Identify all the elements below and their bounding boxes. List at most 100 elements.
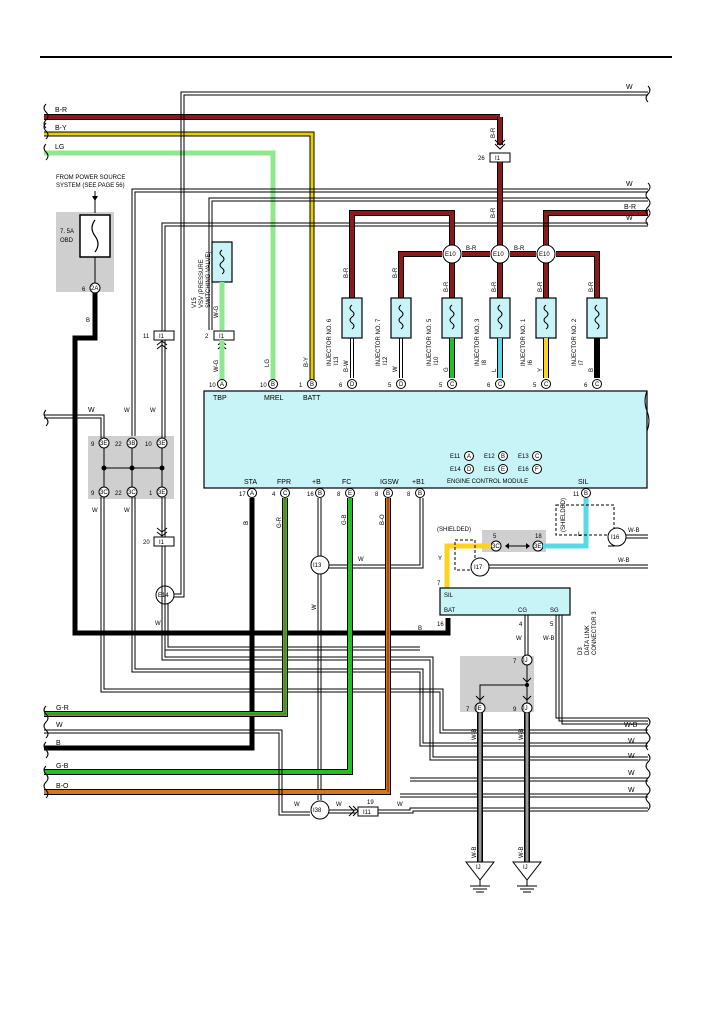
wire-label-lg: LG — [55, 144, 64, 151]
ecm-pin-letter: B — [271, 382, 275, 388]
svg-text:W: W — [56, 722, 63, 729]
svg-text:W: W — [92, 508, 98, 514]
wire-lg-top: LG — [44, 144, 276, 384]
ecm-pin — [247, 488, 257, 498]
svg-text:I16: I16 — [611, 535, 620, 541]
ecm-pin-number: 5 — [388, 383, 392, 389]
svg-text:22: 22 — [115, 442, 122, 448]
svg-text:Y: Y — [438, 556, 442, 562]
ecm-pin — [592, 379, 602, 389]
svg-text:W: W — [124, 408, 130, 414]
ecm-pin — [280, 488, 290, 498]
injector-body — [341, 297, 363, 339]
svg-text:W: W — [294, 802, 300, 808]
ground-symbol-1: IJ — [464, 861, 496, 893]
svg-text:6: 6 — [82, 287, 86, 293]
misc-labels: W W B — [244, 521, 364, 610]
svg-text:W-G: W-G — [214, 359, 220, 372]
svg-text:B-Y: B-Y — [304, 357, 310, 367]
ecm-pin-number: 8 — [337, 492, 341, 498]
injector-body — [489, 297, 511, 339]
svg-text:SG: SG — [550, 608, 559, 614]
svg-text:CONNECTOR 3: CONNECTOR 3 — [592, 611, 598, 655]
svg-text:IE: IE — [476, 706, 482, 712]
svg-text:W-B: W-B — [618, 558, 630, 564]
power-source-line1: FROM POWER SOURCE — [56, 175, 125, 181]
wire-b-y-top: B-Y — [44, 125, 315, 384]
wire-igsw — [44, 498, 391, 795]
ecm-pin — [307, 379, 317, 389]
ecm-pin — [383, 488, 393, 498]
svg-text:W: W — [626, 84, 633, 91]
ground-block: IJ 7 IE 7 IJ 9 — [466, 654, 533, 714]
svg-text:I1: I1 — [219, 334, 225, 340]
ecm-pin-letter: C — [283, 491, 288, 497]
svg-text:5: 5 — [493, 534, 497, 540]
bottom-right-labels: W-B W W W W — [624, 722, 638, 794]
svg-text:E13: E13 — [518, 454, 529, 460]
injector-coil-icon — [398, 304, 404, 330]
injector-body — [441, 297, 463, 339]
svg-text:B-O: B-O — [56, 783, 69, 790]
splice-e10-1 — [442, 244, 462, 264]
wire-w-top-2: W — [131, 181, 648, 440]
ecm-terminal-label: BATT — [303, 395, 321, 402]
right-break-marks — [645, 85, 651, 226]
svg-text:W: W — [336, 802, 342, 808]
injector-wire-label: B — [589, 368, 595, 372]
svg-text:IJ: IJ — [523, 706, 528, 712]
svg-text:3C: 3C — [100, 490, 108, 496]
ecm-pin-letter: C — [450, 382, 455, 388]
ecm-pin — [268, 379, 278, 389]
injector-wire-label: B-W — [344, 360, 350, 372]
svg-text:W: W — [628, 738, 635, 745]
wire-label-b-r: B-R — [55, 107, 67, 114]
svg-text:SWITCHING VALVE): SWITCHING VALVE) — [206, 252, 212, 308]
ground-wires: W-B W-B W-B W-B — [472, 713, 530, 862]
svg-text:W: W — [124, 508, 130, 514]
connector-i17: I17 W-B — [470, 557, 648, 577]
wire-fpr — [44, 498, 288, 717]
svg-text:W: W — [516, 636, 522, 642]
svg-text:9: 9 — [91, 442, 95, 448]
svg-text:I38: I38 — [313, 808, 322, 814]
svg-text:I13: I13 — [313, 563, 322, 569]
connector-i1-top: B-R I1 26 B-R — [478, 127, 511, 245]
svg-text:SIL: SIL — [444, 593, 454, 599]
injector-id: I12 — [383, 356, 389, 365]
ecm-pin-letter: B — [418, 491, 422, 497]
svg-text:3E: 3E — [534, 544, 541, 550]
injector-id: I8 — [482, 359, 488, 365]
ecm-pin-letter: B — [318, 491, 322, 497]
svg-text:B-R: B-R — [491, 207, 497, 218]
svg-text:W-B: W-B — [543, 636, 555, 642]
injector-harness: E10 E10 E10 B-R B-R B-R B-R B-R B-R B-R … — [344, 210, 600, 298]
svg-text:E10: E10 — [493, 252, 504, 258]
svg-text:I1: I1 — [495, 156, 501, 162]
ecm-pin-number: 8 — [407, 492, 411, 498]
ecm-pin-number: 10 — [209, 383, 216, 389]
svg-text:B-R: B-R — [444, 281, 450, 292]
junction-bus — [101, 448, 165, 487]
connector-i1-left: I1 11 W W — [124, 330, 175, 438]
svg-text:B-R: B-R — [466, 246, 477, 252]
svg-text:18: 18 — [535, 534, 542, 540]
ecm-terminal-label: FC — [342, 479, 351, 486]
ecm-bottom-pins: STAA17BFPRC4G-R+BB16FCE8G-BIGSWB8B-O+B1B… — [239, 479, 591, 528]
svg-text:E: E — [501, 467, 505, 473]
svg-text:C: C — [535, 454, 540, 460]
svg-text:W-B: W-B — [624, 722, 638, 729]
ecm-pin-number: 1 — [299, 383, 303, 389]
injector-body — [586, 297, 608, 339]
svg-text:B-R: B-R — [492, 281, 498, 292]
svg-text:3E: 3E — [100, 441, 107, 447]
fuse-name: OBD — [60, 238, 74, 244]
ecm-terminal-label: +B — [312, 479, 321, 486]
svg-text:IJ: IJ — [523, 658, 528, 664]
svg-text:G-R: G-R — [56, 705, 69, 712]
svg-text:W: W — [628, 770, 635, 777]
